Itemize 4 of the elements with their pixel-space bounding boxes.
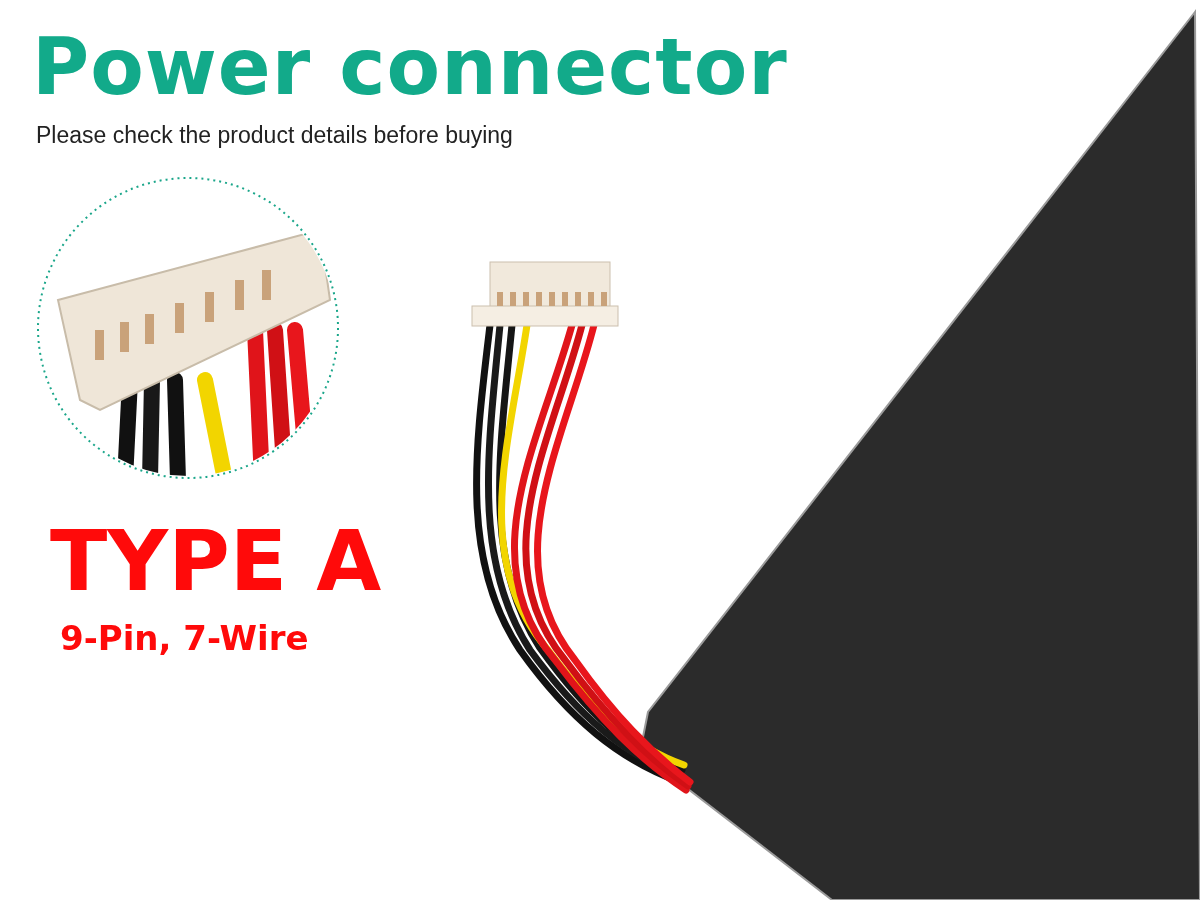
type-heading: TYPE A <box>50 512 382 610</box>
pin-wire-spec: 9-Pin, 7-Wire <box>60 618 309 658</box>
subtitle: Please check the product details before buying <box>36 122 513 149</box>
title: Power connector <box>32 22 788 112</box>
